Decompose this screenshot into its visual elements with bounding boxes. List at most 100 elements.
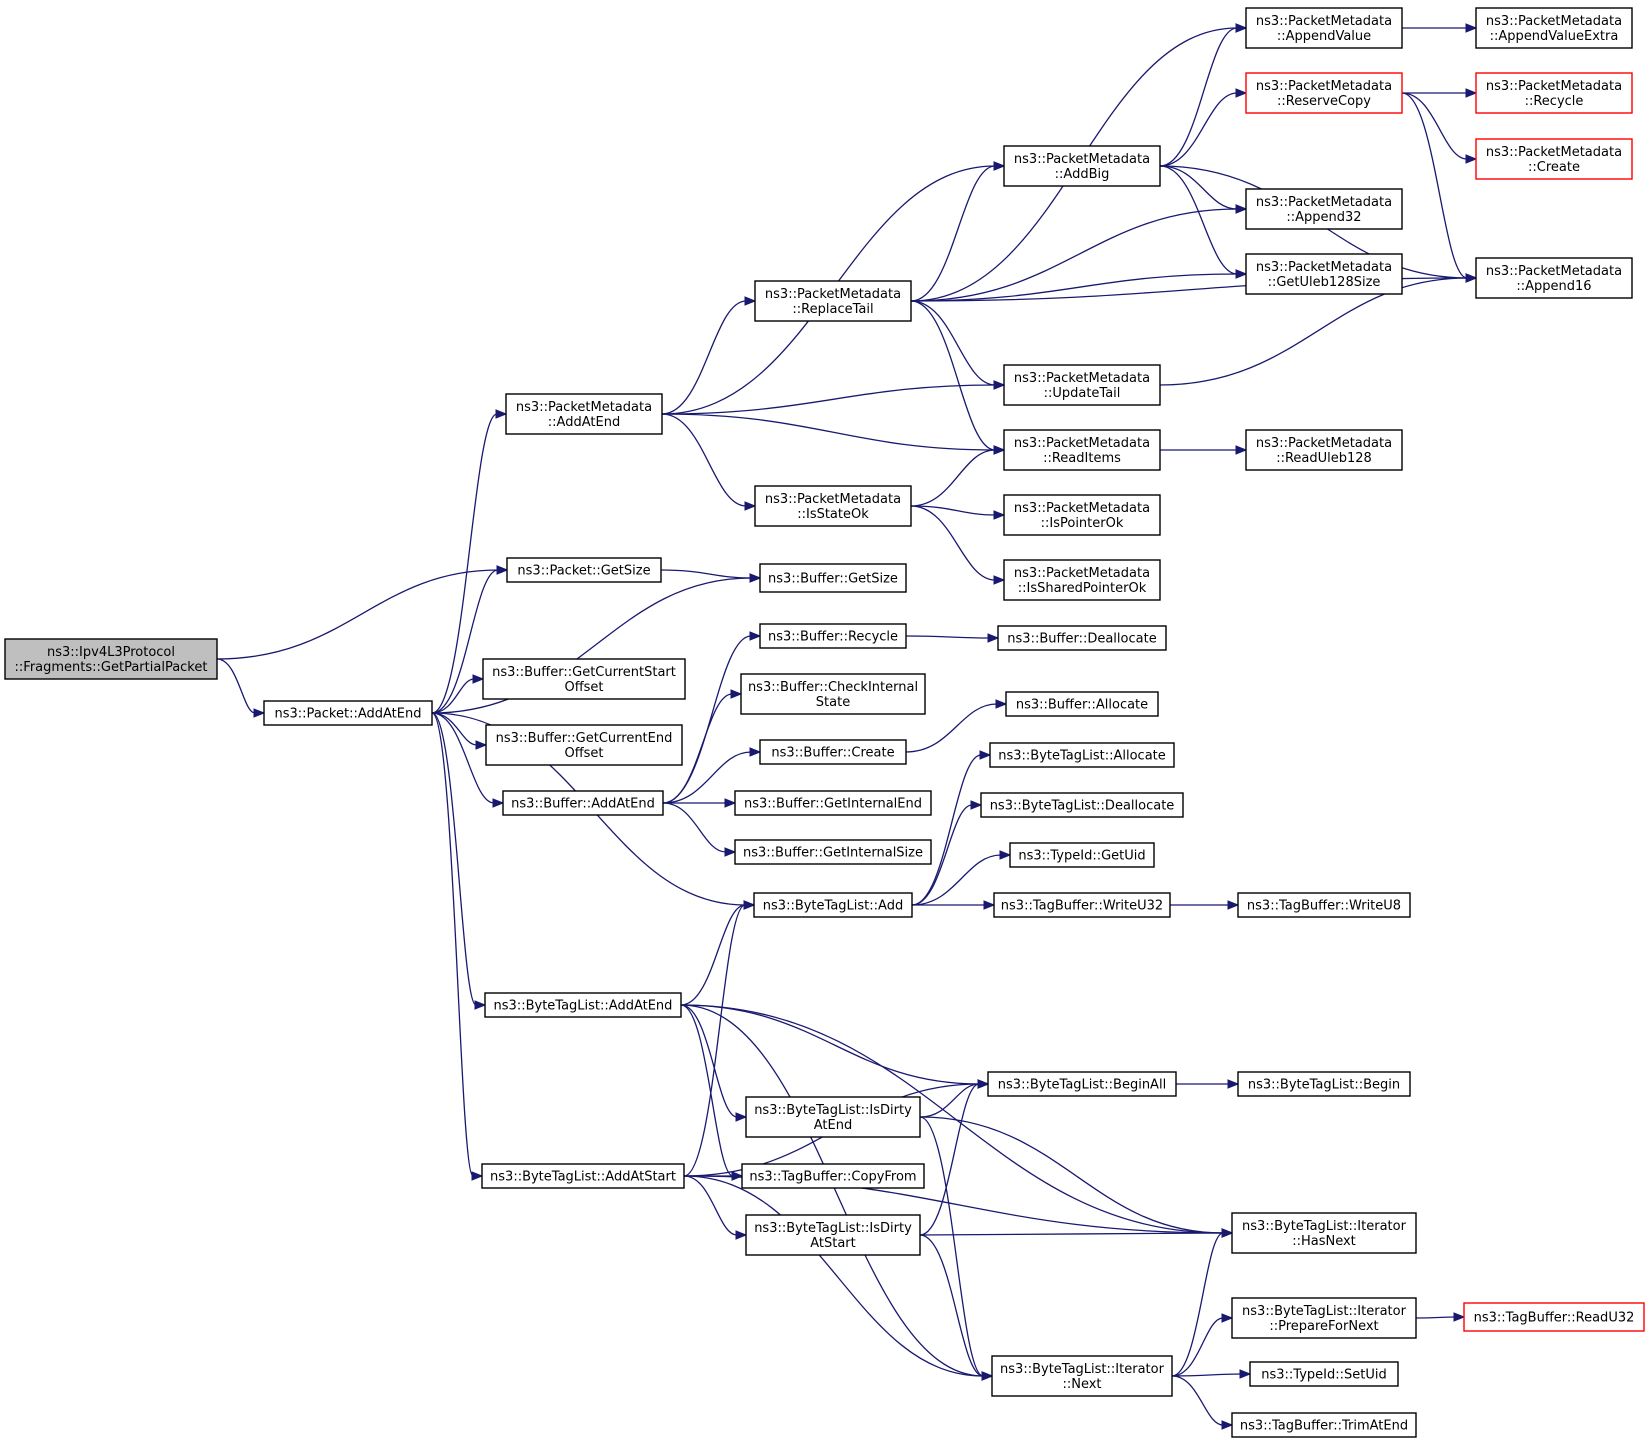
node-btl-addatstart[interactable]: ns3::ByteTagList::AddAtStart (481, 1163, 685, 1189)
node-label: ns3::Buffer::GetCurrentStart (492, 665, 676, 680)
edge-pkt-addatend-to-buf-getcurstart (431, 674, 485, 714)
edge-pkt-addatend-to-buf-addatend (431, 712, 505, 808)
edge-buf-recycle-to-buf-deallocate (905, 633, 1000, 643)
node-label: ns3::ByteTagList::Add (763, 899, 903, 914)
node-label: ns3::ByteTagList::Allocate (998, 749, 1166, 764)
node-box (1475, 257, 1633, 299)
node-label: ::Recycle (1525, 94, 1584, 109)
edge-btl-it-preparefornext-to-tb-readu32 (1415, 1312, 1466, 1322)
node-pkt-getsize[interactable]: ns3::Packet::GetSize (506, 557, 662, 583)
node-tb-trimatend[interactable]: ns3::TagBuffer::TrimAtEnd (1231, 1412, 1417, 1438)
node-pm-readuleb128[interactable]: ns3::PacketMetadata::ReadUleb128 (1245, 429, 1403, 471)
node-label: ns3::Buffer::Recycle (768, 630, 898, 645)
node-label: ns3::PacketMetadata (1014, 501, 1150, 516)
node-buf-allocate[interactable]: ns3::Buffer::Allocate (1005, 691, 1159, 717)
node-label: ::AddBig (1055, 167, 1110, 182)
node-btl-addatend[interactable]: ns3::ByteTagList::AddAtEnd (484, 992, 682, 1018)
node-pm-create[interactable]: ns3::PacketMetadata::Create (1475, 138, 1633, 180)
edge-pm-isstateok-to-pm-ispointerok (910, 505, 1006, 520)
node-label: ns3::PacketMetadata (1014, 152, 1150, 167)
edge-btl-it-next-to-btl-it-preparefornext (1171, 1313, 1234, 1377)
node-label: ::AppendValueExtra (1490, 29, 1619, 44)
node-tb-readu32[interactable]: ns3::TagBuffer::ReadU32 (1463, 1302, 1645, 1332)
node-buf-getsize[interactable]: ns3::Buffer::GetSize (759, 563, 907, 593)
node-label: Offset (564, 680, 603, 695)
node-label: ns3::Buffer::AddAtEnd (511, 797, 655, 812)
edge-buf-addatend-to-buf-create (662, 747, 762, 804)
edge-pm-replacetail-to-pm-getuleb128size (910, 269, 1248, 302)
node-box (754, 485, 912, 527)
node-box (1237, 1071, 1411, 1097)
node-typeid-setuid[interactable]: ns3::TypeId::SetUid (1249, 1361, 1399, 1387)
node-tb-writeu8[interactable]: ns3::TagBuffer::WriteU8 (1237, 892, 1411, 918)
node-box (1237, 892, 1411, 918)
node-label: ns3::PacketMetadata (1486, 14, 1622, 29)
node-pm-appendvalue[interactable]: ns3::PacketMetadata::AppendValue (1245, 7, 1403, 49)
node-box (1003, 145, 1161, 187)
node-box (745, 1096, 921, 1138)
node-buf-deallocate[interactable]: ns3::Buffer::Deallocate (997, 625, 1167, 651)
node-label: ns3::Buffer::Create (771, 746, 894, 761)
edge-pm-addbig-to-pm-getuleb128size (1159, 165, 1248, 279)
node-box (745, 1214, 921, 1256)
node-pm-updatetail[interactable]: ns3::PacketMetadata::UpdateTail (1003, 364, 1161, 406)
node-pm-addbig[interactable]: ns3::PacketMetadata::AddBig (1003, 145, 1161, 187)
edge-pkt-addatend-to-pkt-getsize (431, 565, 509, 714)
node-pm-getuleb128size[interactable]: ns3::PacketMetadata::GetUleb128Size (1245, 253, 1403, 295)
edge-pm-addatend-to-pm-isstateok (661, 413, 757, 511)
node-label: ::PrepareForNext (1269, 1319, 1378, 1334)
node-pm-append32[interactable]: ns3::PacketMetadata::Append32 (1245, 188, 1403, 230)
node-root[interactable]: ns3::Ipv4L3Protocol::Fragments::GetParti… (4, 638, 218, 680)
node-label: ns3::PacketMetadata (1014, 566, 1150, 581)
node-buf-addatend[interactable]: ns3::Buffer::AddAtEnd (502, 790, 664, 816)
node-label: ::ReadItems (1043, 451, 1121, 466)
node-box (734, 839, 932, 865)
node-buf-getinternalsize[interactable]: ns3::Buffer::GetInternalSize (734, 839, 932, 865)
node-btl-it-hasnext[interactable]: ns3::ByteTagList::Iterator::HasNext (1231, 1212, 1417, 1254)
node-tb-copyfrom[interactable]: ns3::TagBuffer::CopyFrom (741, 1163, 925, 1189)
node-box (759, 739, 907, 765)
node-btl-it-next[interactable]: ns3::ByteTagList::Iterator::Next (991, 1355, 1173, 1397)
node-label: ::UpdateTail (1044, 386, 1121, 401)
node-buf-create[interactable]: ns3::Buffer::Create (759, 739, 907, 765)
node-btl-deallocate[interactable]: ns3::ByteTagList::Deallocate (980, 792, 1184, 818)
node-pm-ispointerok[interactable]: ns3::PacketMetadata::IsPointerOk (1003, 494, 1161, 536)
node-label: ns3::ByteTagList::AddAtEnd (494, 999, 673, 1014)
node-box (482, 658, 686, 700)
node-pm-recycle[interactable]: ns3::PacketMetadata::Recycle (1475, 72, 1633, 114)
edge-btl-addatend-to-tb-copyfrom (680, 1004, 744, 1181)
node-btl-begin[interactable]: ns3::ByteTagList::Begin (1237, 1071, 1411, 1097)
node-btl-beginall[interactable]: ns3::ByteTagList::BeginAll (987, 1071, 1177, 1097)
node-label: ns3::PacketMetadata (1486, 264, 1622, 279)
node-btl-add[interactable]: ns3::ByteTagList::Add (753, 892, 913, 918)
node-label: ns3::Buffer::CheckInternal (748, 680, 918, 695)
node-pm-addatend[interactable]: ns3::PacketMetadata::AddAtEnd (505, 393, 663, 435)
node-label: ns3::TagBuffer::CopyFrom (749, 1170, 916, 1185)
node-pm-reservecopy[interactable]: ns3::PacketMetadata::ReserveCopy (1245, 72, 1403, 114)
node-typeid-getuid[interactable]: ns3::TypeId::GetUid (1009, 842, 1155, 868)
node-label: ns3::PacketMetadata (516, 400, 652, 415)
node-label: ns3::ByteTagList::IsDirty (754, 1103, 912, 1118)
node-label: ::IsSharedPointerOk (1018, 581, 1147, 596)
node-label: ns3::Buffer::GetSize (768, 572, 898, 587)
node-label: ns3::PacketMetadata (1256, 79, 1392, 94)
node-pm-isstateok[interactable]: ns3::PacketMetadata::IsStateOk (754, 485, 912, 527)
node-btl-it-preparefornext[interactable]: ns3::ByteTagList::Iterator::PrepareForNe… (1231, 1297, 1417, 1339)
node-box (506, 557, 662, 583)
node-pm-replacetail[interactable]: ns3::PacketMetadata::ReplaceTail (754, 280, 912, 322)
node-pkt-addatend[interactable]: ns3::Packet::AddAtEnd (263, 700, 433, 726)
node-pm-issharedpointerok[interactable]: ns3::PacketMetadata::IsSharedPointerOk (1003, 559, 1161, 601)
edge-btl-addatend-to-btl-beginall (680, 1004, 990, 1089)
node-tb-writeu32[interactable]: ns3::TagBuffer::WriteU32 (993, 892, 1171, 918)
node-buf-recycle[interactable]: ns3::Buffer::Recycle (759, 623, 907, 649)
node-pm-readitems[interactable]: ns3::PacketMetadata::ReadItems (1003, 429, 1161, 471)
node-pm-appendvalueextra[interactable]: ns3::PacketMetadata::AppendValueExtra (1475, 7, 1633, 49)
node-btl-allocate[interactable]: ns3::ByteTagList::Allocate (989, 742, 1175, 768)
node-buf-getinternalend[interactable]: ns3::Buffer::GetInternalEnd (734, 790, 932, 816)
node-pm-append16[interactable]: ns3::PacketMetadata::Append16 (1475, 257, 1633, 299)
